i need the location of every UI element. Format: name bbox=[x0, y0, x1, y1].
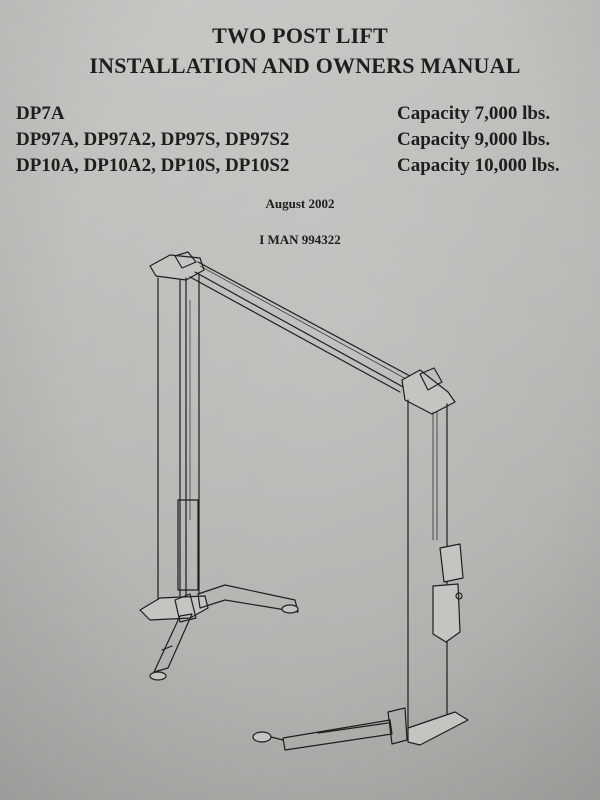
model-list-9000: DP97A, DP97A2, DP97S, DP97S2 bbox=[16, 129, 290, 150]
overhead-crossbar bbox=[149, 251, 456, 415]
capacity-10000: Capacity 10,000 lbs. bbox=[397, 155, 560, 176]
hydraulic-power-unit bbox=[432, 543, 464, 643]
manual-title: TWO POST LIFT bbox=[212, 23, 388, 48]
capacity-9000: Capacity 9,000 lbs. bbox=[397, 129, 551, 150]
manual-number: I MAN 994322 bbox=[259, 232, 341, 247]
publication-date: August 2002 bbox=[265, 196, 335, 211]
left-lift-arms bbox=[139, 584, 299, 681]
left-column bbox=[157, 274, 200, 601]
right-column bbox=[407, 399, 448, 741]
model-list-7000: DP7A bbox=[16, 103, 65, 124]
manual-subtitle: INSTALLATION AND OWNERS MANUAL bbox=[89, 53, 521, 78]
model-list-10000: DP10A, DP10A2, DP10S, DP10S2 bbox=[16, 155, 290, 176]
right-lift-arm bbox=[252, 707, 469, 751]
capacity-7000: Capacity 7,000 lbs. bbox=[397, 103, 551, 124]
